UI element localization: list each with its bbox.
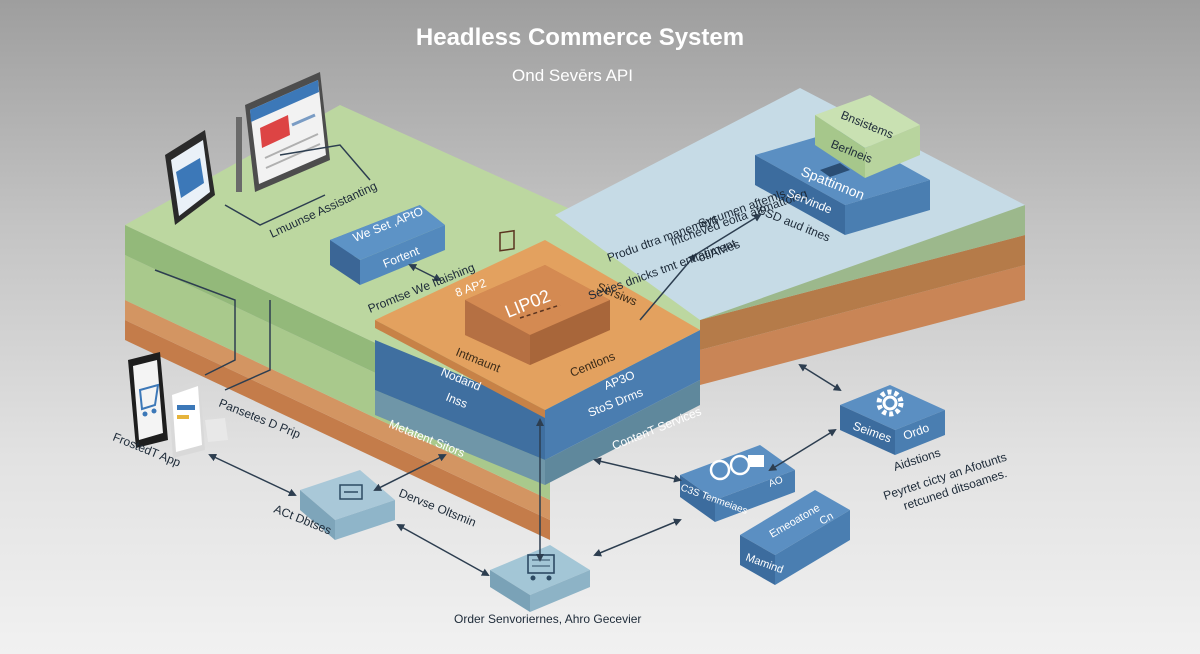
smartphone-icon xyxy=(128,352,168,448)
frontend-api-box xyxy=(330,205,445,285)
api-box xyxy=(300,470,395,540)
page-title: Headless Commerce System xyxy=(415,24,745,51)
cart-icon xyxy=(527,554,555,581)
order-box xyxy=(490,545,590,612)
database-icon xyxy=(709,454,764,481)
services-box-stack xyxy=(755,95,930,235)
page-subtitle: Ond Sevērs API xyxy=(512,66,633,85)
connector-lines xyxy=(154,144,842,576)
settings-service-box xyxy=(840,385,945,455)
database-box xyxy=(680,445,795,522)
tablet-icon xyxy=(165,130,215,225)
order-servers-label: Order Senvoriernes, Ahro Gecevier xyxy=(454,612,641,626)
ao-label: AO xyxy=(767,474,785,489)
content-box xyxy=(740,490,850,585)
gear-icon xyxy=(876,389,904,417)
browser-window-icon xyxy=(236,72,330,192)
core-stack xyxy=(375,229,700,485)
tablet-icon xyxy=(168,380,228,458)
